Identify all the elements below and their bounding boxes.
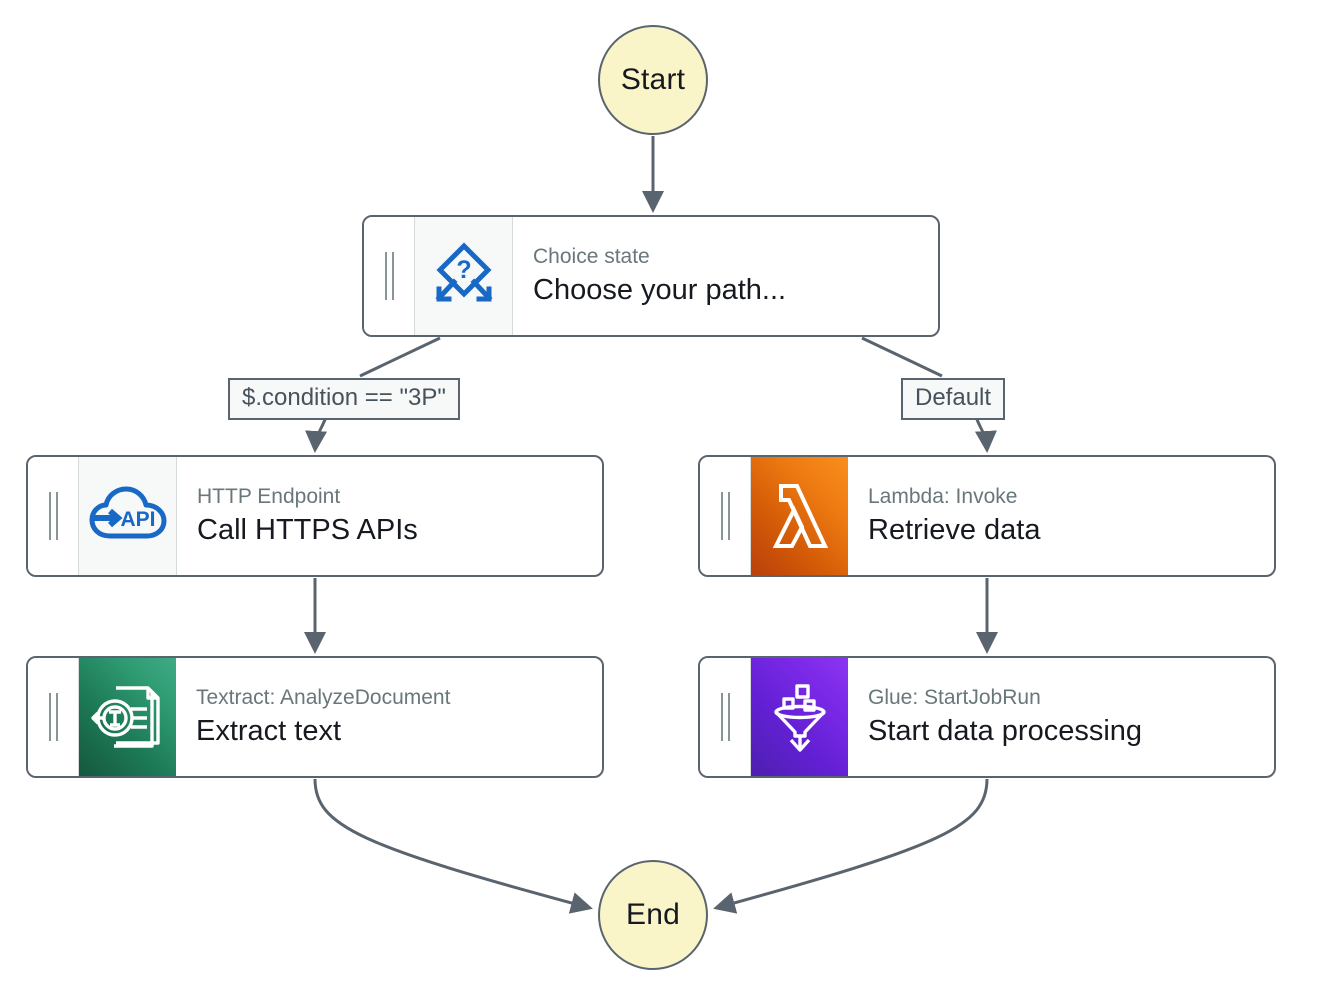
card-text: Glue: StartJobRun Start data processing xyxy=(848,658,1274,776)
state-title: Choose your path... xyxy=(533,274,787,306)
drag-handle-icon[interactable] xyxy=(700,658,751,776)
state-card-glue[interactable]: Glue: StartJobRun Start data processing xyxy=(698,656,1276,778)
end-node-label: End xyxy=(626,898,680,931)
state-subtitle: HTTP Endpoint xyxy=(197,485,341,508)
svg-text:API: API xyxy=(120,508,155,531)
svg-text:?: ? xyxy=(456,256,471,284)
card-text: HTTP Endpoint Call HTTPS APIs xyxy=(177,457,602,575)
state-card-lambda[interactable]: Lambda: Invoke Retrieve data xyxy=(698,455,1276,577)
state-title: Retrieve data xyxy=(868,514,1041,546)
card-text: Choice state Choose your path... xyxy=(513,217,938,335)
state-card-choice[interactable]: ? Choice state Choose your path... xyxy=(362,215,940,337)
edge-label-condition[interactable]: $.condition == "3P" xyxy=(228,378,460,420)
start-node-label: Start xyxy=(620,63,686,96)
cloud-api-icon: API xyxy=(79,457,177,575)
state-subtitle: Glue: StartJobRun xyxy=(868,686,1041,709)
card-text: Textract: AnalyzeDocument Extract text xyxy=(176,658,602,776)
drag-handle-icon[interactable] xyxy=(28,658,79,776)
glue-funnel-icon xyxy=(751,658,848,776)
choice-diamond-icon: ? xyxy=(415,217,513,335)
state-subtitle: Choice state xyxy=(533,245,650,268)
state-card-http-endpoint[interactable]: API HTTP Endpoint Call HTTPS APIs xyxy=(26,455,604,577)
card-text: Lambda: Invoke Retrieve data xyxy=(848,457,1274,575)
state-title: Extract text xyxy=(196,715,342,747)
state-subtitle: Lambda: Invoke xyxy=(868,485,1018,508)
state-title: Start data processing xyxy=(868,715,1143,747)
textract-document-icon xyxy=(79,658,176,776)
drag-handle-icon[interactable] xyxy=(28,457,79,575)
drag-handle-icon[interactable] xyxy=(364,217,415,335)
drag-handle-icon[interactable] xyxy=(700,457,751,575)
state-card-textract[interactable]: Textract: AnalyzeDocument Extract text xyxy=(26,656,604,778)
state-subtitle: Textract: AnalyzeDocument xyxy=(196,686,451,709)
start-node[interactable]: Start xyxy=(598,25,708,135)
lambda-icon xyxy=(751,457,848,575)
state-title: Call HTTPS APIs xyxy=(197,514,418,546)
end-node[interactable]: End xyxy=(598,860,708,970)
edge-label-default[interactable]: Default xyxy=(901,378,1006,420)
